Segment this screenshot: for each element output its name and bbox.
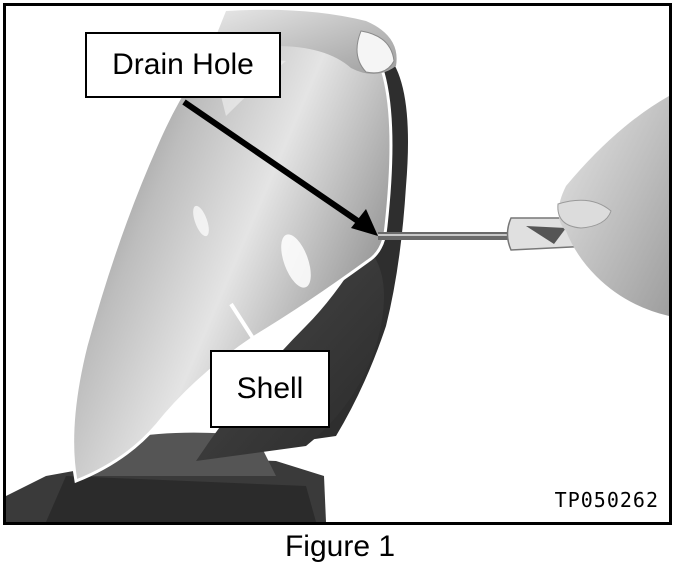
figure-frame: Drain Hole Shell TP050262 [3,3,672,525]
top-hand [216,9,397,75]
mirror-photo [6,6,669,522]
shell-label: Shell [236,372,304,405]
drain-hole-callout: Drain Hole [85,32,281,98]
shell-callout: Shell [210,350,330,428]
mirror-shell [71,32,393,484]
image-code: TP050262 [554,488,659,512]
figure-caption: Figure 1 [284,530,396,563]
drain-hole-label: Drain Hole [112,48,254,81]
shell-leader-line [229,302,260,348]
right-hand [557,96,669,316]
drain-hole-arrow [182,99,378,236]
